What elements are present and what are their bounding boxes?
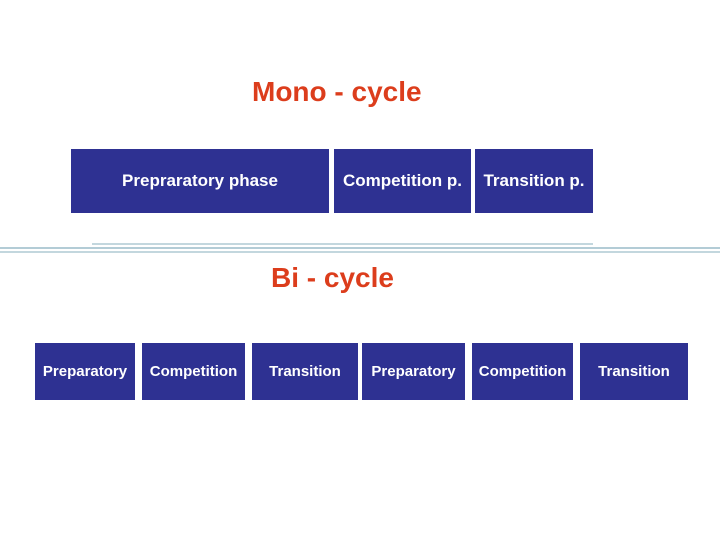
bi-competition-phase-box-2: Competition — [472, 343, 573, 400]
mono-competition-phase-box: Competition p. — [334, 149, 471, 213]
mono-preparatory-phase-box: Prepraratory phase — [71, 149, 329, 213]
divider-line-short — [92, 243, 593, 245]
bi-preparatory-phase-box-2: Preparatory — [362, 343, 465, 400]
bi-preparatory-phase-box-1: Preparatory — [35, 343, 135, 400]
mono-cycle-title: Mono - cycle — [252, 76, 422, 107]
bi-cycle-title: Bi - cycle — [271, 262, 394, 293]
divider-line-full-bottom — [0, 251, 720, 253]
bi-transition-phase-box-1: Transition — [252, 343, 358, 400]
divider-line-full-top — [0, 247, 720, 249]
bi-competition-phase-box-1: Competition — [142, 343, 245, 400]
bi-transition-phase-box-2: Transition — [580, 343, 688, 400]
mono-transition-phase-box: Transition p. — [475, 149, 593, 213]
